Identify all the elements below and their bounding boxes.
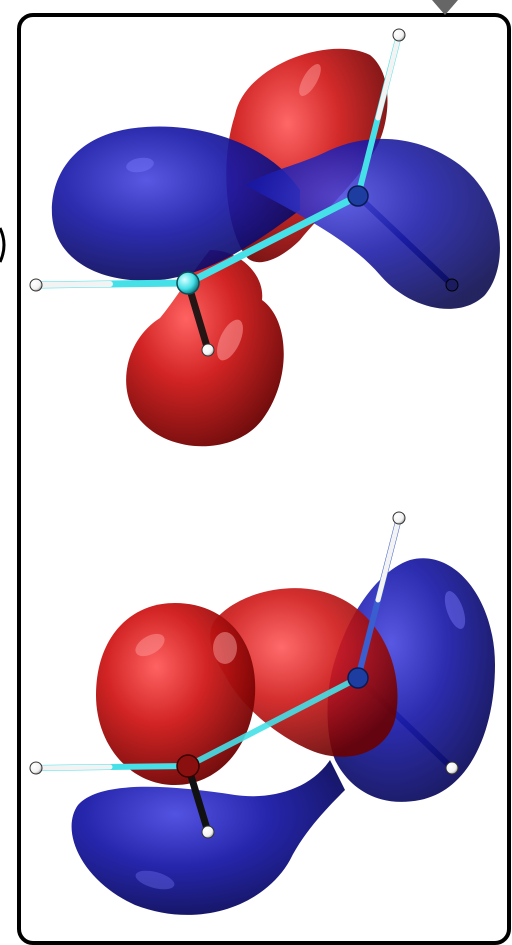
molecule-frame-top: [29, 28, 459, 357]
atom-terminal-1-top: [29, 278, 43, 292]
atom-center-left-top: [176, 271, 200, 295]
atom-terminal-2-top: [392, 28, 406, 42]
atom-terminal-4-bottom: [445, 761, 459, 775]
molecule-frame-bottom: [29, 511, 459, 839]
edge-fragment: [0, 227, 6, 263]
atom-terminal-3-bottom: [201, 825, 215, 839]
atom-center-right-bottom: [347, 667, 369, 689]
orbital-panel-bottom: [29, 511, 495, 915]
lobe-blue-left-top: [51, 126, 301, 281]
lobe-blue-right-top: [245, 138, 500, 309]
lobe-red-left-bottom: [96, 603, 256, 785]
atom-center-left-bottom: [176, 754, 200, 778]
atom-terminal-4-top: [445, 278, 459, 292]
atom-terminal-1-bottom: [29, 761, 43, 775]
atom-terminal-3-top: [201, 343, 215, 357]
atom-terminal-2-bottom: [392, 511, 406, 525]
lobe-red-middle-bottom: [210, 588, 398, 757]
orbital-panel-top: [29, 28, 500, 447]
atom-center-right-top: [347, 185, 369, 207]
indicator-triangle: [432, 0, 458, 15]
